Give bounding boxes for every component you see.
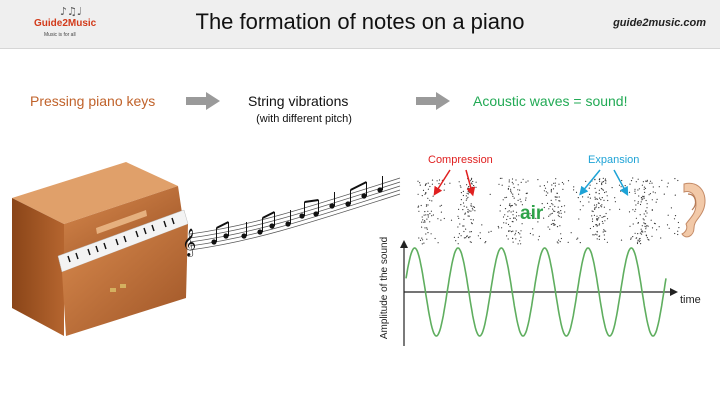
logo-tagline: Music is for all [44, 32, 76, 38]
x-axis-arrow-icon [670, 288, 678, 296]
treble-clef-icon: 𝄞 [182, 228, 196, 257]
compression-label: Compression [428, 154, 493, 166]
compression-arrows [433, 169, 476, 197]
arrow-right-icon [416, 92, 450, 110]
air-label: air [520, 203, 544, 224]
logo-name: Guide2Music [34, 18, 97, 29]
y-axis-arrow-icon [400, 240, 408, 248]
music-notes-icon: 𝄞 [182, 176, 401, 257]
arrow-right-icon [186, 92, 220, 110]
expansion-label: Expansion [588, 154, 640, 166]
expansion-arrows [579, 169, 629, 196]
header-bar: ♪♫♩ Guide2Music Music is for all The for… [0, 0, 720, 49]
step-string-vibrations: String vibrations [248, 93, 349, 109]
sine-wave [405, 247, 667, 337]
logo-notes-icon: ♪♫♩ [60, 5, 83, 18]
page-title: The formation of notes on a piano [195, 9, 525, 34]
step-string-vibrations-subtitle: (with different pitch) [256, 113, 352, 125]
y-axis-label: Amplitude of the sound [379, 236, 390, 340]
sound-wave-plot [400, 240, 678, 346]
piano-icon [12, 162, 189, 336]
site-url: guide2music.com [613, 17, 706, 29]
step-pressing-keys: Pressing piano keys [30, 93, 156, 109]
logo: ♪♫♩ Guide2Music Music is for all [20, 5, 140, 43]
x-axis-label: time [680, 294, 701, 306]
step-acoustic-waves: Acoustic waves = sound! [473, 93, 628, 109]
ear-icon [681, 182, 706, 238]
